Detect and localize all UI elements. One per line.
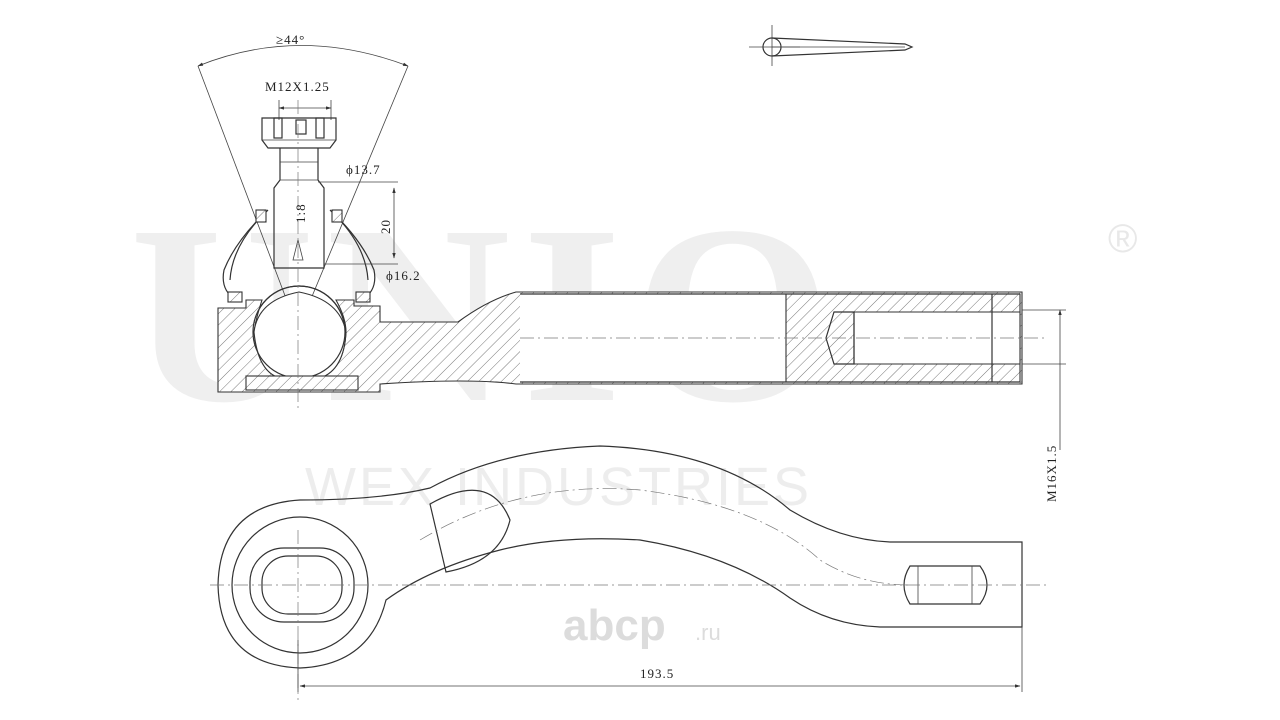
section-view: M12X1.25 — [217, 79, 1066, 502]
angle-dimension: ≥44° — [197, 32, 409, 331]
watermark-subtitle: WEX INDUSTRIES — [305, 457, 812, 517]
thread-end-label: M16X1.5 — [1044, 445, 1059, 502]
site-logo-tld: .ru — [695, 620, 721, 645]
angle-label: ≥44° — [276, 32, 305, 47]
taper-label: 1:8 — [293, 203, 308, 223]
diameter-upper-label: ϕ13.7 — [346, 162, 381, 177]
length-label: 193.5 — [640, 666, 674, 681]
site-logo: abcp — [563, 601, 666, 650]
plan-view: 193.5 — [210, 445, 1046, 700]
height-label: 20 — [378, 219, 393, 234]
registered-mark: ® — [1108, 217, 1137, 261]
thread-top-label: M12X1.25 — [265, 79, 330, 94]
diameter-lower-label: ϕ16.2 — [386, 268, 421, 283]
cotter-pin — [749, 25, 914, 66]
